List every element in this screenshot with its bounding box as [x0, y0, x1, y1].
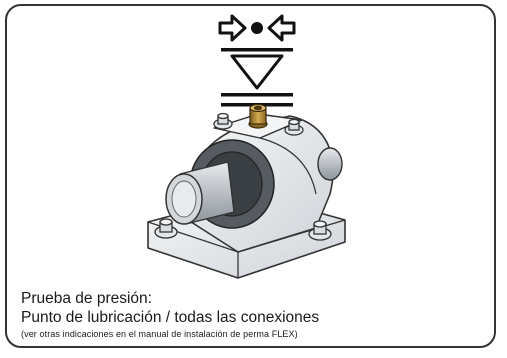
- caption: Prueba de presión: Punto de lubricación …: [21, 289, 491, 341]
- pressure-test-icon: [218, 14, 296, 107]
- caption-title: Prueba de presión:: [21, 290, 152, 307]
- caption-subtitle: Punto de lubricación / todas las conexio…: [21, 309, 320, 326]
- caption-note: (ver otras indicaciones en el manual de …: [21, 329, 298, 339]
- lubrication-point-icon: [248, 103, 268, 129]
- pillow-block-bearing-illustration: [147, 103, 346, 279]
